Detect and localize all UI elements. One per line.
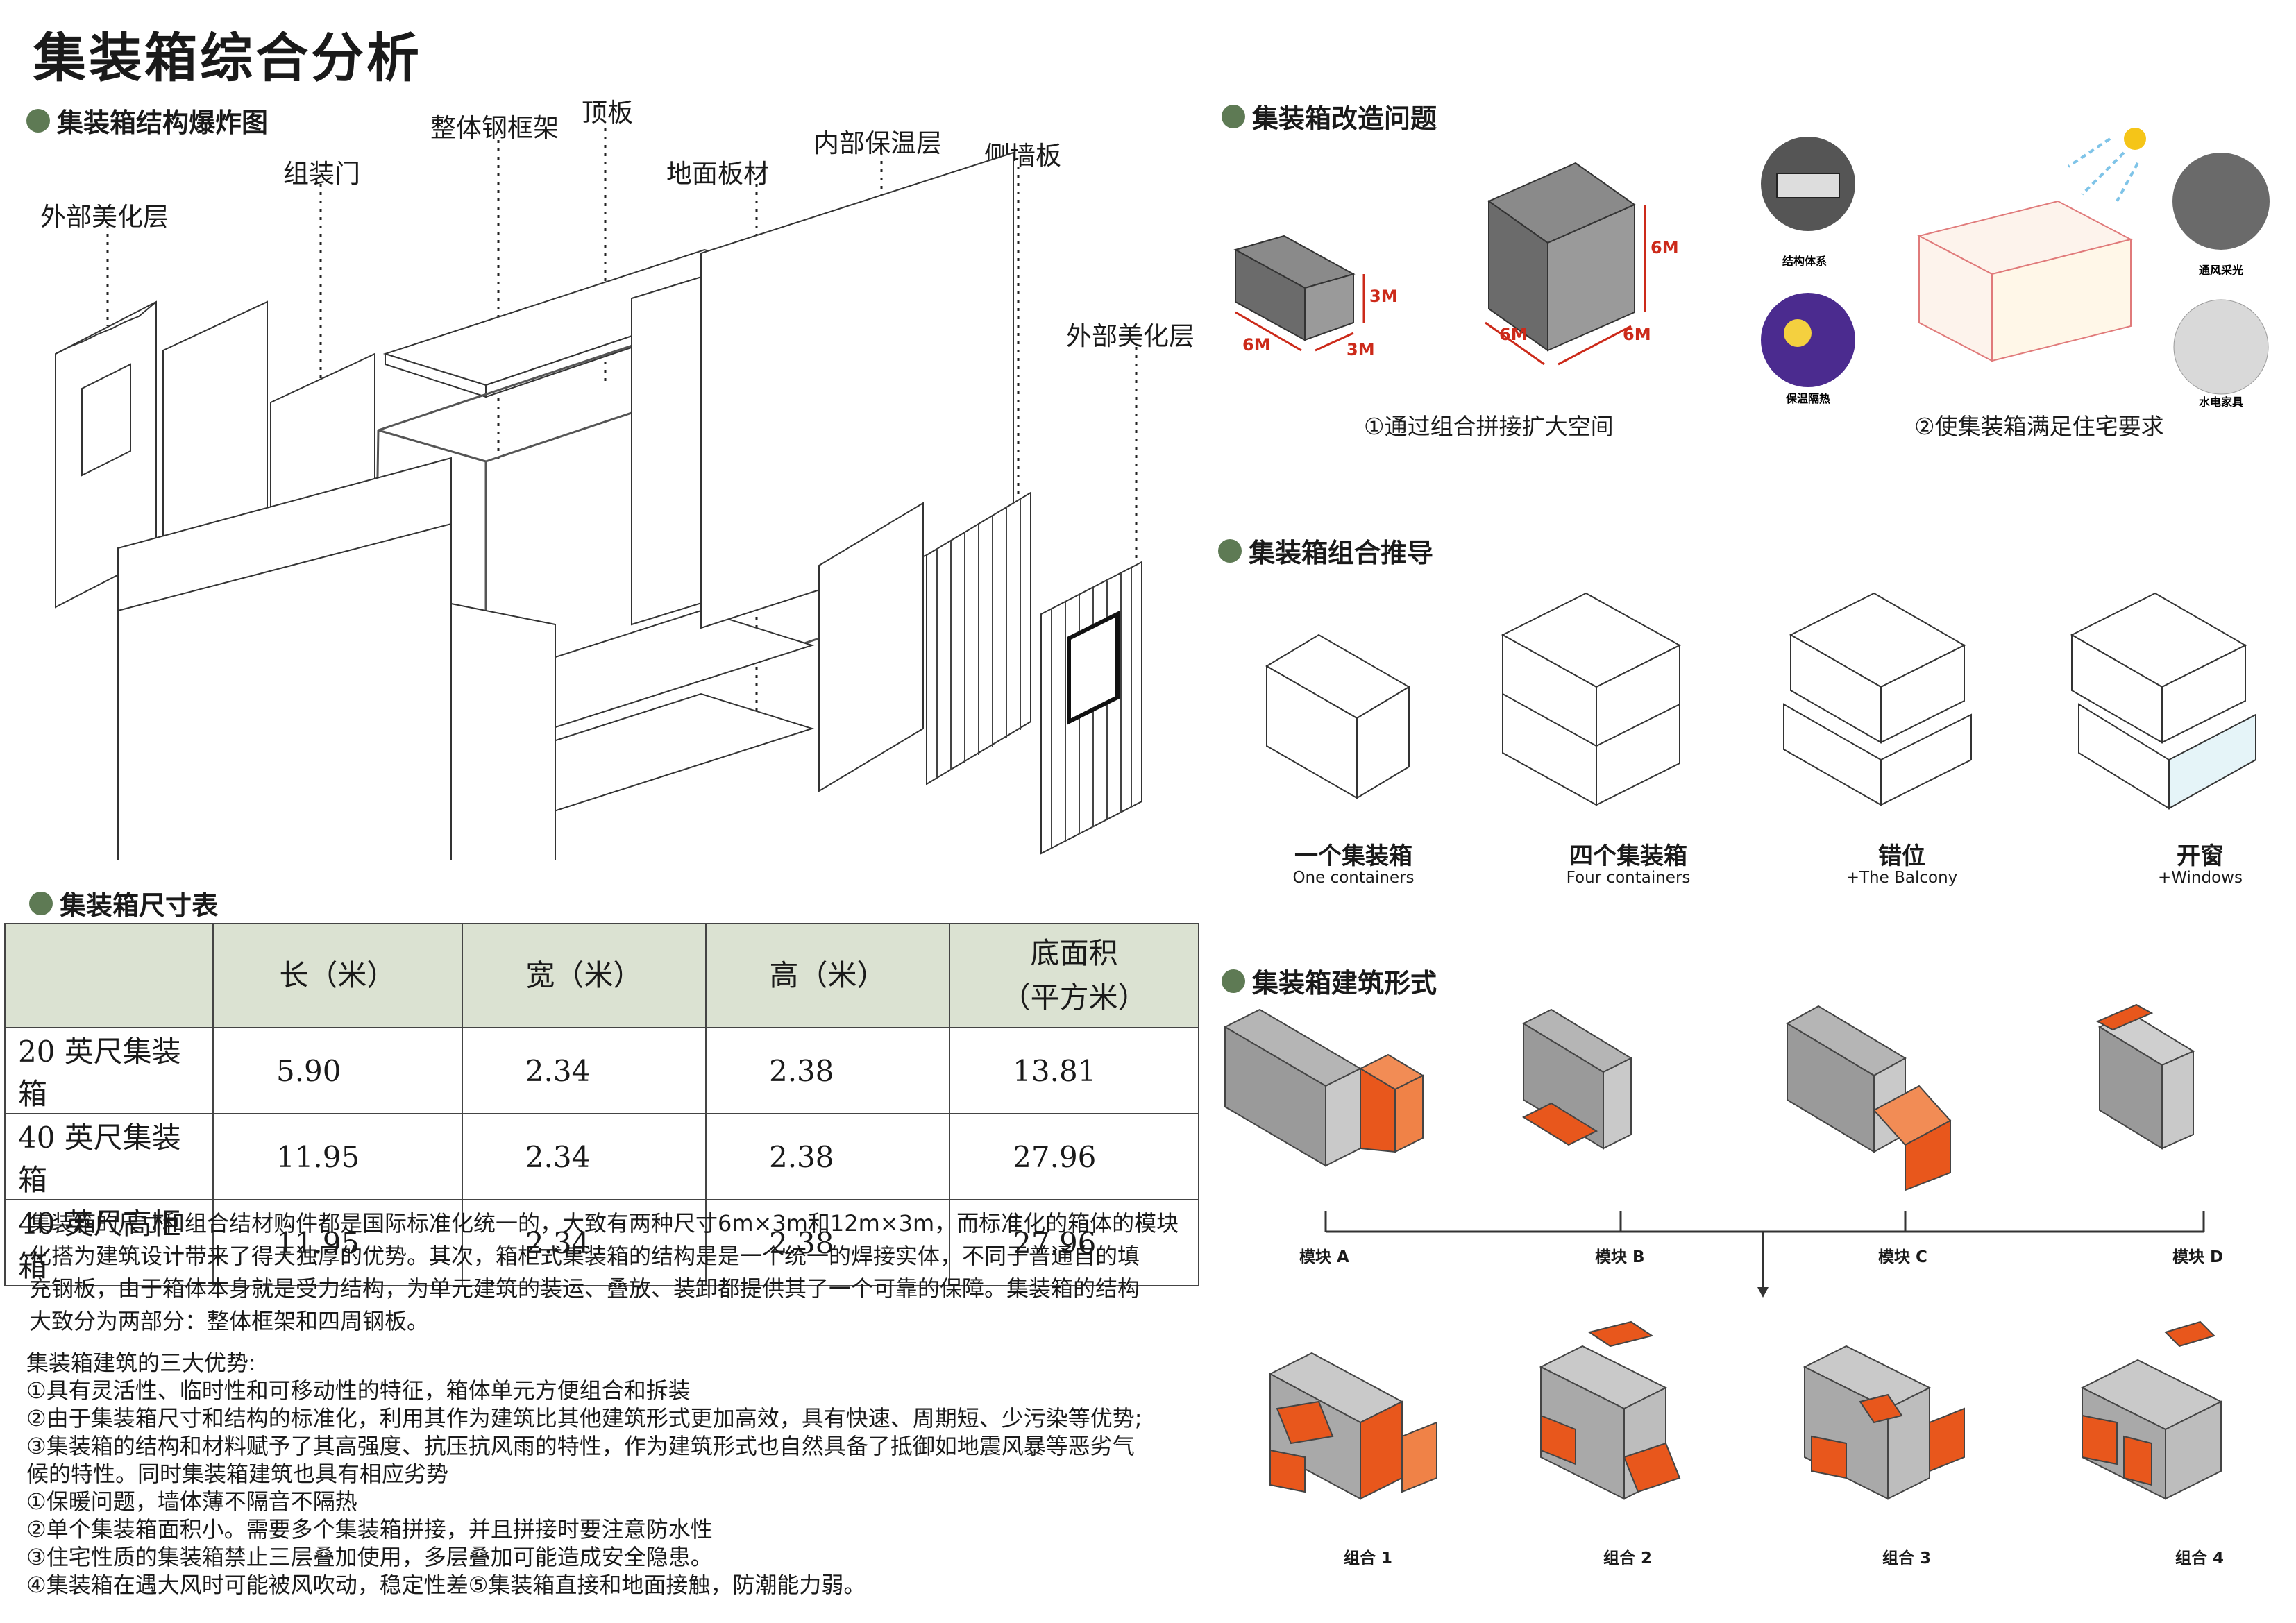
structure-icon-shape — [1776, 173, 1840, 198]
label-frame: 整体钢框架 — [430, 113, 559, 143]
dim-label: 6M — [1623, 325, 1651, 344]
text-line: ①具有灵活性、临时性和可移动性的特征，箱体单元方便组合和拆装 — [26, 1377, 691, 1404]
intro-paragraph: 集装箱的尺寸和组合结材购件都是国际标准化统一的，大致有两种尺寸6m×3m和12m… — [29, 1207, 1209, 1338]
section-size-table: 集装箱尺寸表 — [29, 884, 218, 922]
table-header-cell: 高（米） — [704, 923, 951, 1028]
bubble-label: 水电家具 — [2199, 396, 2243, 409]
text-line: ③住宅性质的集装箱禁止三层叠加使用，多层叠加可能造成安全隐患。 — [26, 1544, 713, 1570]
combo-subcaption: +Windows — [2158, 869, 2243, 887]
module-label: 模块 D — [2172, 1248, 2224, 1266]
group-label: 组合 3 — [1882, 1549, 1932, 1567]
text-line: 充钢板，由于箱体本身就是受力结构，为单元建筑的装运、叠放、装卸都提供其了一个可靠… — [29, 1275, 1140, 1302]
page-title: 集装箱综合分析 — [33, 27, 422, 89]
combo-caption: 错位 — [1878, 842, 1925, 870]
label-roof: 顶板 — [582, 98, 633, 128]
text-line: ②由于集装箱尺寸和结构的标准化，利用其作为建筑比其他建筑形式更加高效，具有快速、… — [26, 1405, 1142, 1431]
table-cell: 2.34 — [461, 1027, 707, 1114]
table-cell: 2.38 — [704, 1113, 951, 1200]
table-cell: 2.34 — [461, 1113, 707, 1200]
table-cell: 2.38 — [704, 1199, 951, 1286]
combo-caption: 一个集装箱 — [1294, 842, 1412, 870]
problems-diagram: 6M 3M 3M 6M 6M 6M 结构体系 保温隔热 通风采光 水电家具 — [1233, 128, 2270, 409]
table-header-cell: 长（米） — [212, 923, 463, 1028]
label-insulation: 内部保温层 — [813, 128, 942, 158]
combo-caption: 四个集装箱 — [1569, 842, 1687, 870]
group-label: 组合 4 — [2175, 1549, 2225, 1567]
combo-subcaption: Four containers — [1566, 869, 1691, 887]
table-cell: 13.81 — [949, 1027, 1199, 1114]
modules-diagram — [1223, 1003, 2205, 1298]
text-line: 大致分为两部分：整体框架和四周钢板。 — [29, 1308, 430, 1334]
table-cell: 2.34 — [461, 1199, 707, 1286]
text-line: ②单个集装箱面积小。需要多个集装箱拼接，并且拼接时要注意防水性 — [26, 1516, 713, 1543]
sun-icon — [2124, 128, 2146, 150]
groups-diagram — [1268, 1320, 2223, 1500]
module-label: 模块 A — [1299, 1248, 1349, 1266]
table-header-cell: 底面积（平方米） — [949, 923, 1199, 1028]
module-label: 模块 B — [1595, 1248, 1645, 1266]
label-door: 组装门 — [283, 159, 360, 189]
table-cell: 11.95 — [212, 1199, 463, 1286]
label-ext-left: 外部美化层 — [40, 202, 169, 232]
bubble-label: 结构体系 — [1782, 255, 1827, 268]
table-cell: 40 英尺高柜箱 — [4, 1199, 214, 1286]
combo-subcaption: One containers — [1292, 869, 1415, 887]
label-floor: 地面板材 — [666, 159, 769, 189]
label-ext-right: 外部美化层 — [1066, 321, 1195, 351]
table-cell: 20 英尺集装箱 — [4, 1027, 214, 1114]
dim-label: 6M — [1499, 325, 1528, 344]
bullet-icon — [1218, 538, 1242, 563]
text-line: ④集装箱在遇大风时可能被风吹动，稳定性差⑤集装箱直接和地面接触，防潮能力弱。 — [26, 1572, 866, 1598]
dim-label: 6M — [1651, 238, 1679, 257]
bubble-label: 保温隔热 — [1785, 392, 1830, 405]
table-cell: 5.90 — [212, 1027, 463, 1114]
utility-photo-icon — [2173, 299, 2269, 395]
bubble-label: 通风采光 — [2199, 264, 2243, 277]
table-cell: 2.38 — [704, 1027, 951, 1114]
size-table: 长（米） 宽（米） 高（米） 底面积（平方米） 20 英尺集装箱 5.90 2.… — [4, 923, 1199, 1286]
text-line: ①保暖问题，墙体薄不隔音不隔热 — [26, 1488, 357, 1515]
text-line: 集装箱的尺寸和组合结材购件都是国际标准化统一的，大致有两种尺寸6m×3m和12m… — [29, 1210, 1179, 1237]
section-problems: 集装箱改造问题 — [1222, 97, 1437, 135]
table-header-cell — [4, 923, 214, 1028]
dim-label: 3M — [1347, 340, 1375, 359]
section-forms: 集装箱建筑形式 — [1222, 962, 1437, 1000]
table-cell: 11.95 — [212, 1113, 463, 1200]
table-row: 40 英尺高柜箱 11.95 2.34 2.38 27.96 — [4, 1199, 1199, 1286]
text-line: ③集装箱的结构和材料赋予了其高强度、抗压抗风雨的特性，作为建筑形式也自然具备了抵… — [26, 1433, 1135, 1459]
insulation-icon-shape — [1784, 319, 1812, 347]
table-row: 40 英尺集装箱 11.95 2.34 2.38 27.96 — [4, 1113, 1199, 1200]
ventilation-photo-icon — [2172, 153, 2270, 250]
arrow-down-icon — [1757, 1287, 1769, 1298]
bullet-icon — [26, 108, 50, 133]
section-combo: 集装箱组合推导 — [1218, 532, 1433, 570]
table-row: 20 英尺集装箱 5.90 2.34 2.38 13.81 — [4, 1027, 1199, 1114]
combo-diagram — [1265, 592, 2256, 810]
table-cell: 27.96 — [949, 1113, 1199, 1200]
bullet-icon — [1222, 104, 1245, 128]
exploded-diagram — [55, 128, 1142, 860]
text-line: 集装箱建筑的三大优势: — [26, 1350, 256, 1376]
group-label: 组合 1 — [1344, 1549, 1393, 1567]
section-explode: 集装箱结构爆炸图 — [26, 101, 268, 139]
group-label: 组合 2 — [1603, 1549, 1653, 1567]
problem-caption-1: ①通过组合拼接扩大空间 — [1364, 413, 1614, 440]
combo-subcaption: +The Balcony — [1846, 869, 1958, 887]
table-header-cell: 宽（米） — [461, 923, 707, 1028]
table-header-row: 长（米） 宽（米） 高（米） 底面积（平方米） — [4, 923, 1199, 1028]
advantages-paragraph: 集装箱建筑的三大优势: ①具有灵活性、临时性和可移动性的特征，箱体单元方便组合和… — [26, 1349, 1206, 1599]
bullet-icon — [29, 891, 53, 915]
combo-caption: 开窗 — [2177, 842, 2224, 870]
bullet-icon — [1222, 969, 1245, 993]
text-line: 化搭为建筑设计带来了得天独厚的优势。其次，箱柜式集装箱的结构是是一个统一的焊接实… — [29, 1243, 1140, 1269]
dim-label: 6M — [1242, 335, 1271, 355]
table-cell: 27.96 — [949, 1199, 1199, 1286]
text-line: 候的特性。同时集装箱建筑也具有相应劣势 — [26, 1461, 449, 1487]
table-cell: 40 英尺集装箱 — [4, 1113, 214, 1200]
module-label: 模块 C — [1878, 1248, 1927, 1266]
dim-label: 3M — [1369, 287, 1398, 306]
problem-caption-2: ②使集装箱满足住宅要求 — [1914, 413, 2164, 440]
